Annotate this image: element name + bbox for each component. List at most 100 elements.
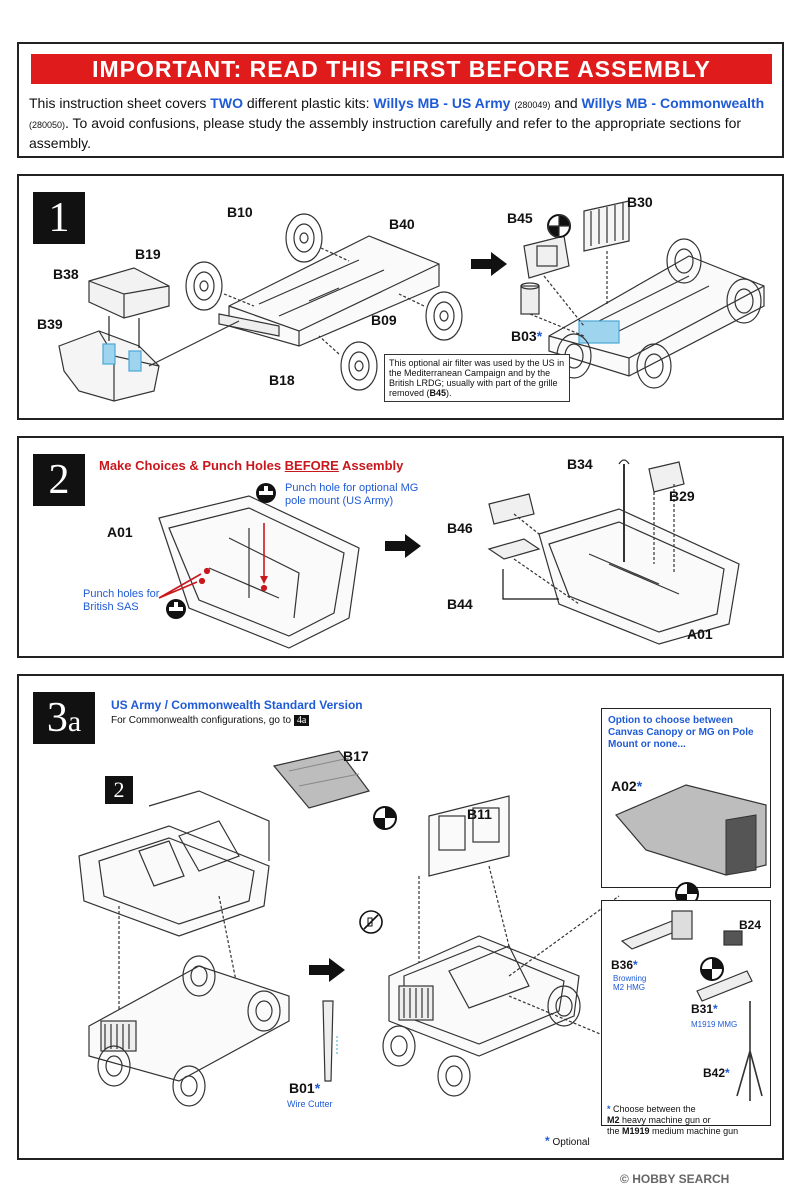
- step-2-heading-before: BEFORE: [284, 458, 339, 473]
- part-label-b17: B17: [343, 748, 369, 764]
- jeep-assembled-drawing: [382, 795, 750, 1097]
- part-label-b42: B42*: [703, 1066, 730, 1080]
- part-label-b38: B38: [53, 266, 79, 282]
- air-filter-note: This optional air filter was used by the…: [384, 354, 570, 402]
- optional-mark-b01: *: [314, 1080, 321, 1096]
- step-2-panel: 2 Make Choices & Punch Holes BEFORE Asse…: [17, 436, 784, 658]
- choose-m1919: M1919: [622, 1126, 650, 1136]
- mg-choice-note: * Choose between the M2 heavy machine gu…: [607, 1104, 767, 1137]
- part-label-b19: B19: [135, 246, 161, 262]
- part-label-b01-text: B01: [289, 1080, 315, 1096]
- step-3a-heading: US Army / Commonwealth Standard Version: [111, 698, 363, 712]
- tub-drawing: [158, 495, 360, 649]
- part-label-b03: B03*: [511, 328, 542, 344]
- goto-step-4a[interactable]: 4a: [293, 715, 310, 726]
- punch-icon-sas: [166, 599, 186, 619]
- part-label-b31-text: B31: [691, 1002, 714, 1016]
- part-label-b39: B39: [37, 316, 63, 332]
- part-label-b45: B45: [507, 210, 533, 226]
- important-notice: IMPORTANT: READ THIS FIRST BEFORE ASSEMB…: [17, 42, 784, 158]
- canopy-option-box: Option to choose between Canvas Canopy o…: [601, 708, 771, 888]
- optional-mark-b36: *: [633, 958, 638, 972]
- watermark-icon: ©: [620, 1172, 629, 1186]
- notice-text-3: . To avoid confusions, please study the …: [29, 115, 742, 151]
- ref-step-2: 2: [105, 776, 133, 804]
- part-label-b09: B09: [371, 312, 397, 328]
- chassis-assembled-drawing: [520, 200, 765, 389]
- step-3a-arrow: [309, 958, 345, 982]
- watermark-text: HOBBY SEARCH: [632, 1172, 730, 1186]
- punch-sas-note: Punch holes for British SAS: [83, 588, 160, 613]
- punch-us-note: Punch hole for optional MG pole mount (U…: [285, 482, 419, 507]
- step-1-arrow: [471, 252, 507, 276]
- notice-two: TWO: [210, 95, 243, 111]
- goto-step-4a-num: 4: [296, 715, 302, 726]
- part-label-b03-text: B03: [511, 328, 537, 344]
- kit-cw-code: (280050): [29, 120, 66, 130]
- part-label-b29: B29: [669, 488, 695, 504]
- step-2-number: 2: [33, 454, 85, 506]
- step-3a-number-suffix: a: [67, 705, 82, 738]
- kit-us-code: (280049): [514, 100, 551, 110]
- b01-description: Wire Cutter: [287, 1099, 333, 1109]
- notice-and: and: [550, 95, 582, 111]
- air-filter-note-text: This optional air filter was used by the…: [389, 358, 565, 398]
- step-1-panel: 1: [17, 174, 784, 420]
- step-3a-number: 3a: [33, 692, 95, 744]
- step-3a-panel: 3a US Army / Commonwealth Standard Versi…: [17, 674, 784, 1160]
- part-label-b31: B31*: [691, 1002, 718, 1016]
- jeep-subassembly-drawing: [78, 790, 290, 1107]
- part-label-b01: B01*: [289, 1080, 320, 1096]
- part-label-a01-right: A01: [687, 626, 713, 642]
- choose-3: the: [607, 1126, 623, 1136]
- b36-description: Browning M2 HMG: [613, 974, 647, 992]
- step-1-number: 1: [33, 192, 85, 244]
- part-label-b36-text: B36: [611, 958, 634, 972]
- part-label-b44: B44: [447, 596, 473, 612]
- part-label-b46: B46: [447, 520, 473, 536]
- air-filter-note-part: B45: [429, 388, 447, 398]
- part-label-b30: B30: [627, 194, 653, 210]
- notice-text-2: different plastic kits:: [242, 95, 374, 111]
- kit-us-name: Willys MB - US Army: [373, 95, 511, 111]
- part-label-a01-left: A01: [107, 524, 133, 540]
- notice-text-1: This instruction sheet covers: [29, 95, 211, 111]
- step-2-heading-1: Make Choices & Punch Holes: [99, 458, 285, 473]
- b31-description: M1919 MMG: [691, 1020, 738, 1029]
- part-label-b10: B10: [227, 204, 253, 220]
- goto-step-4a-suffix: a: [301, 715, 307, 726]
- choose-1: Choose between the: [613, 1104, 696, 1114]
- choose-2: heavy machine gun or: [619, 1115, 711, 1125]
- tub-assembled-drawing: [487, 459, 740, 645]
- part-label-a02: A02*: [611, 778, 642, 794]
- optional-mark-b31: *: [713, 1002, 718, 1016]
- step-2-heading: Make Choices & Punch Holes BEFORE Assemb…: [99, 458, 403, 473]
- mg-drawing: [620, 910, 763, 1101]
- optional-mark: *: [536, 328, 543, 344]
- punch-icon-us: [256, 483, 276, 503]
- mg-option-box: [601, 900, 771, 1126]
- wire-cutter-drawing: [322, 1000, 338, 1082]
- optional-mark-b42: *: [725, 1066, 730, 1080]
- part-label-b40: B40: [389, 216, 415, 232]
- part-label-b11: B11: [467, 806, 492, 822]
- no-cement-icon: [359, 910, 383, 934]
- optional-mark-choice: *: [607, 1104, 611, 1114]
- optional-legend-text: Optional: [552, 1137, 590, 1148]
- chassis-drawing: [58, 213, 463, 402]
- step-3a-number-digit: 3: [46, 695, 68, 741]
- choose-4: medium machine gun: [649, 1126, 739, 1136]
- part-label-b36: B36*: [611, 958, 638, 972]
- optional-legend: * Optional: [545, 1135, 590, 1148]
- step-2-arrow: [385, 534, 421, 558]
- canopy-drawing: [615, 784, 767, 876]
- part-label-b18: B18: [269, 372, 295, 388]
- part-label-b42-text: B42: [703, 1066, 726, 1080]
- step-3a-sub: For Commonwealth configurations, go to 4…: [111, 715, 310, 726]
- part-label-b24: B24: [739, 918, 762, 932]
- no-glue-icon: [373, 806, 397, 830]
- optional-mark-a02: *: [636, 778, 643, 794]
- part-label-a02-text: A02: [611, 778, 637, 794]
- part-label-b34: B34: [567, 456, 593, 472]
- kit-cw-name: Willys MB - Commonwealth: [581, 95, 765, 111]
